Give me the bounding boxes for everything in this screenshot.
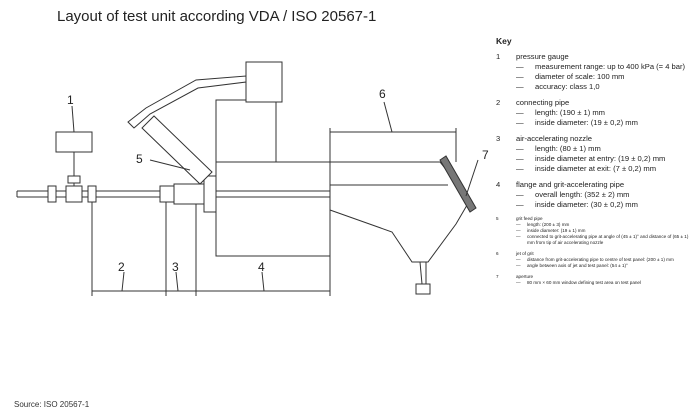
key-item-detail: angle between axis of jet and test panel… — [516, 263, 692, 269]
key-item-detail: inside diameter at entry: (19 ± 0,2) mm — [516, 154, 692, 164]
key-item-number: 6 — [496, 251, 499, 256]
key-item-number: 5 — [496, 216, 499, 221]
key-item-4: 4 flange and grit-accelerating pipe over… — [496, 180, 692, 210]
air-accelerating-nozzle — [173, 183, 205, 205]
key-item-title: air-accelerating nozzle — [516, 134, 592, 143]
key-item-number: 3 — [496, 134, 501, 143]
key-legend: Key 1 pressure gauge measurement range: … — [496, 36, 692, 291]
key-item-number: 2 — [496, 98, 501, 107]
label-3: 3 — [172, 260, 179, 274]
key-item-1: 1 pressure gauge measurement range: up t… — [496, 52, 692, 92]
key-item-detail: length: (200 ± 3) mm — [516, 222, 692, 228]
label-6: 6 — [379, 87, 386, 101]
page-title: Layout of test unit according VDA / ISO … — [57, 8, 377, 25]
key-item-title: aperture — [516, 274, 534, 279]
label-2: 2 — [118, 260, 125, 274]
key-item-7: 7 aperture 80 mm × 60 mm window defining… — [496, 274, 692, 286]
label-1: 1 — [67, 93, 74, 107]
key-item-detail: inside diameter: (19 ± 1) mm — [516, 228, 692, 234]
jet-chamber — [329, 161, 471, 263]
key-item-6: 6 jet of grit distance from grit-acceler… — [496, 251, 692, 269]
key-item-detail: accuracy: class 1,0 — [516, 82, 692, 92]
key-item-title: connecting pipe — [516, 98, 570, 107]
key-item-number: 1 — [496, 52, 501, 61]
key-item-detail: 80 mm × 60 mm window defining test area … — [516, 280, 692, 286]
grit-accelerating-housing — [215, 161, 331, 257]
key-item-title: jet of grit — [516, 251, 534, 256]
pressure-gauge — [55, 131, 93, 153]
key-item-detail: distance from grit-accelerating pipe to … — [516, 257, 692, 263]
grit-feed-pipe — [141, 115, 213, 185]
label-5: 5 — [136, 152, 143, 166]
key-item-detail: length: (190 ± 1) mm — [516, 108, 692, 118]
aperture — [439, 155, 477, 213]
key-item-detail: connected to grit-accelerating pipe at a… — [516, 234, 692, 246]
key-heading: Key — [496, 36, 512, 46]
key-item-detail: overall length: (352 ± 2) mm — [516, 190, 692, 200]
key-item-number: 4 — [496, 180, 501, 189]
key-item-detail: inside diameter: (19 ± 0,2) mm — [516, 118, 692, 128]
key-item-5: 5 grit feed pipe length: (200 ± 3) mm in… — [496, 216, 692, 246]
key-item-detail: length: (80 ± 1) mm — [516, 144, 692, 154]
key-item-3: 3 air-accelerating nozzle length: (80 ± … — [496, 134, 692, 174]
key-item-title: grit feed pipe — [516, 216, 543, 221]
key-item-detail: measurement range: up to 400 kPa (= 4 ba… — [516, 62, 692, 72]
key-item-detail: diameter of scale: 100 mm — [516, 72, 692, 82]
key-item-title: pressure gauge — [516, 52, 569, 61]
label-7: 7 — [482, 148, 489, 162]
key-item-detail: inside diameter: (30 ± 0,2) mm — [516, 200, 692, 210]
key-item-number: 7 — [496, 274, 499, 279]
key-item-detail: inside diameter at exit: (7 ± 0,2) mm — [516, 164, 692, 174]
label-4: 4 — [258, 260, 265, 274]
source-note: Source: ISO 20567-1 — [14, 400, 90, 409]
key-item-title: flange and grit-accelerating pipe — [516, 180, 625, 189]
key-item-2: 2 connecting pipe length: (190 ± 1) mm i… — [496, 98, 692, 128]
